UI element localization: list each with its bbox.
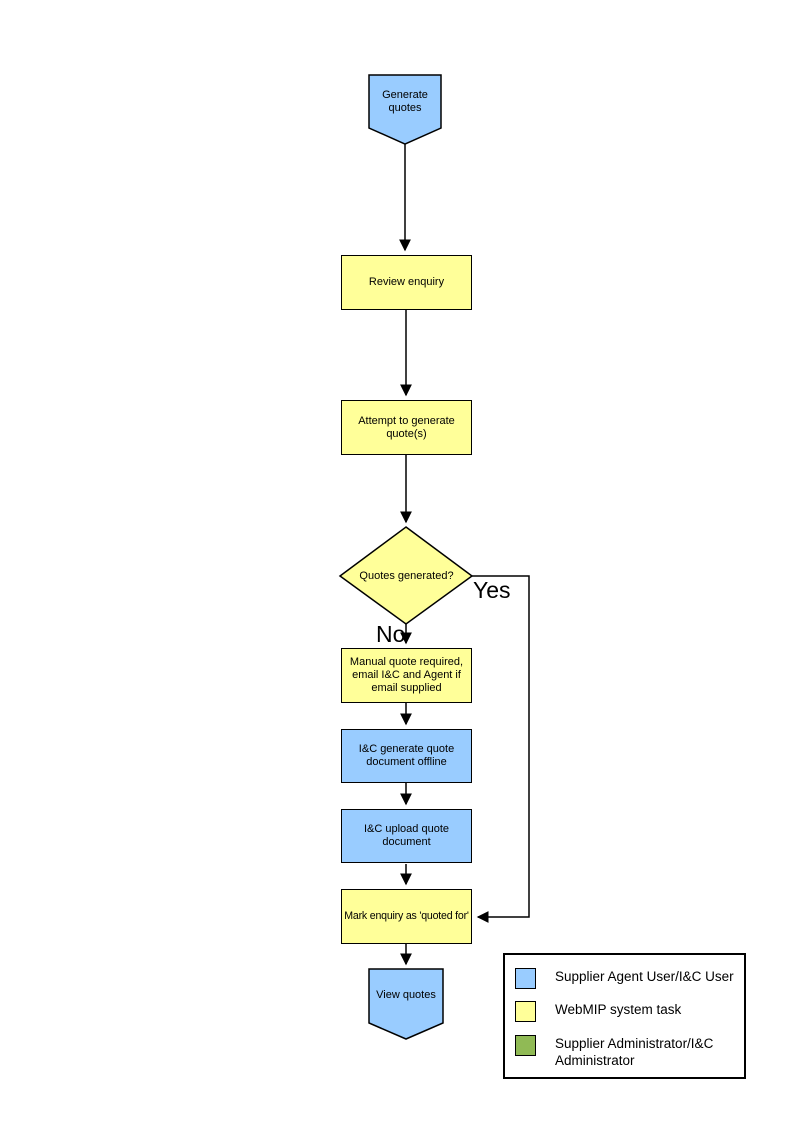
end-terminator-shape <box>368 968 444 1040</box>
legend-swatch-blue <box>515 968 536 989</box>
process-ic-upload-quote-label: I&C upload quote document <box>363 823 449 848</box>
start-terminator-label: Generate quotes <box>382 88 428 114</box>
legend-label: Supplier Administrator/I&C Administrator <box>555 1036 714 1068</box>
process-review-enquiry: Review enquiry <box>341 255 472 310</box>
process-mark-quoted-for-label: Mark enquiry as 'quoted for' <box>344 910 469 922</box>
process-attempt-generate: Attempt to generate quote(s) <box>341 400 472 455</box>
decision-label: Quotes generated? <box>359 569 454 582</box>
connector-decision-yes-to-mark <box>472 575 530 923</box>
process-manual-quote-label: Manual quote required, email I&C and Age… <box>349 656 464 694</box>
process-review-enquiry-label: Review enquiry <box>368 276 445 288</box>
process-ic-generate-offline: I&C generate quote document offline <box>341 729 472 783</box>
legend-item-supplier-administrator: Supplier Administrator/I&C Administrator <box>515 1035 745 1069</box>
process-attempt-generate-label: Attempt to generate quote(s) <box>358 414 455 440</box>
start-terminator-shape <box>368 74 442 145</box>
legend-swatch-green <box>515 1035 536 1056</box>
legend: Supplier Agent User/I&C User WebMIP syst… <box>503 953 746 1079</box>
process-manual-quote: Manual quote required, email I&C and Age… <box>341 648 472 703</box>
yes-branch-label: Yes <box>473 577 511 603</box>
legend-item-supplier-agent-user: Supplier Agent User/I&C User <box>515 968 745 989</box>
no-branch-label: No <box>376 621 406 647</box>
legend-item-webmip-system-task: WebMIP system task <box>515 1001 745 1022</box>
legend-label: WebMIP system task <box>555 1002 682 1017</box>
process-mark-quoted-for: Mark enquiry as 'quoted for' <box>341 889 472 944</box>
legend-swatch-yellow <box>515 1001 536 1022</box>
end-terminator-label: View quotes <box>376 988 436 1001</box>
process-ic-upload-quote: I&C upload quote document <box>341 809 472 863</box>
legend-label: Supplier Agent User/I&C User <box>555 969 734 984</box>
process-ic-generate-offline-label: I&C generate quote document offline <box>358 743 455 768</box>
